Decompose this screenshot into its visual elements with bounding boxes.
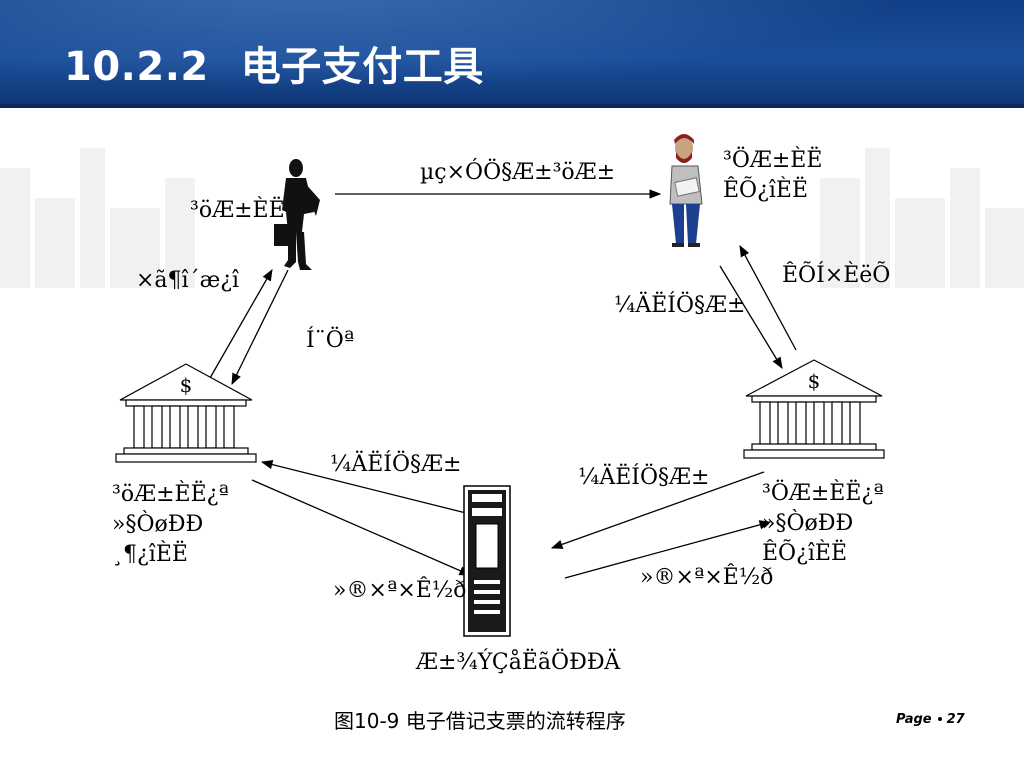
payee-label-line2: ÊÕ¿îÈË: [723, 178, 809, 203]
arrow-payee-bank-to-payee: [739, 244, 797, 351]
flow-label-funds-left: »®×ª×Ê½ð: [333, 578, 467, 603]
payer-bank-label-line1: ³öÆ±ÈË¿ª: [112, 482, 229, 507]
flow-label-sufficient-deposit: ×ã¶î´æ¿î: [136, 268, 240, 293]
arrow-payer-bank-to-payer: [209, 268, 273, 379]
title-bar-highlight: [0, 0, 1024, 108]
flow-label-bank-to-payee: ¼ÄËÍÖ§Æ±: [614, 293, 746, 318]
flow-label-funds-right: »®×ª×Ê½ð: [640, 565, 774, 590]
title-text: 电子支付工具: [240, 44, 484, 90]
payee-man-icon: [669, 134, 703, 247]
payee-bank-label-line1: ³ÖÆ±ÈË¿ª: [762, 481, 884, 506]
payer-label: ³öÆ±ÈË: [190, 198, 285, 223]
payee-bank-label-line3: ÊÕ¿îÈË: [762, 541, 848, 566]
arrow-clearing-to-payer-bank: [260, 460, 471, 515]
payee-bank-symbol: $: [808, 369, 821, 393]
payer-bank-symbol: $: [180, 373, 193, 397]
title-bar: 10.2.2 电子支付工具: [0, 0, 1024, 108]
page-label: Page: [896, 712, 932, 727]
page-indicator: Page 27: [896, 712, 965, 727]
bullet-dot-icon: [937, 716, 942, 721]
flow-label-clearing-to-payee-bank: ¼ÄËÍÖ§Æ±: [578, 465, 710, 490]
flow-label-payee-to-bank: ÊÕÍ×ÈëÕ: [782, 263, 891, 288]
payer-bank-label-line2: »§ÒøÐÐ: [112, 512, 204, 537]
flow-label-payer-bank-to-clearing: ¼ÄËÍÖ§Æ±: [330, 452, 462, 477]
title-bar-underline: [0, 104, 1024, 108]
businessman-icon: [274, 159, 320, 270]
arrow-payee-bank-to-clearing: [550, 471, 765, 549]
flow-label-payer-to-payee: µç×ÓÖ§Æ±³öÆ±: [420, 160, 616, 185]
arrow-payee-to-payee-bank: [719, 265, 783, 369]
page-number: 27: [946, 712, 965, 727]
skyline-watermark: [0, 148, 1024, 288]
arrow-clearing-to-payee-bank: [564, 520, 772, 579]
slide-title: 10.2.2 电子支付工具: [64, 34, 484, 92]
flow-label-notice: Í¨Öª: [306, 328, 355, 353]
payee-label-line1: ³ÖÆ±ÈË: [723, 148, 823, 173]
payee-bank-label-line2: »§ÒøÐÐ: [762, 511, 854, 536]
section-number: 10.2.2: [64, 44, 209, 90]
payer-bank-icon: [115, 363, 257, 463]
payee-bank-icon: [743, 359, 885, 459]
arrow-payer-bank-to-clearing: [251, 479, 472, 576]
figure-caption: 图10-9 电子借记支票的流转程序: [334, 709, 626, 733]
payer-bank-label-line3: ¸¶¿îÈË: [112, 542, 188, 567]
arrow-payer-to-payer-bank: [231, 269, 289, 386]
server-tower-icon: [463, 485, 511, 637]
clearing-house-label: Æ±¾ÝÇåËãÖÐÐÄ: [416, 650, 621, 675]
